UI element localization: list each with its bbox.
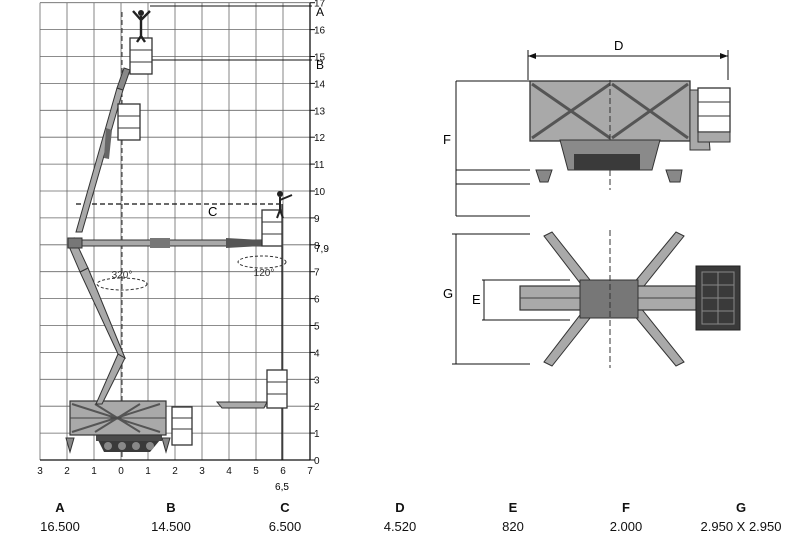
height-tick-label: 11 xyxy=(314,160,325,171)
top-view-drawing: G E xyxy=(443,230,741,368)
outreach-tick-label: 5 xyxy=(253,466,259,477)
side-view-label-d: D xyxy=(614,38,623,53)
outreach-tick-label: 0 xyxy=(118,466,124,477)
marker-a: A xyxy=(316,5,324,19)
height-tick-label: 0 xyxy=(314,456,320,467)
height-tick-label: 15 xyxy=(314,53,326,64)
height-tick-label: 3 xyxy=(314,375,320,386)
outreach-tick-label: 2 xyxy=(172,466,178,477)
basket-rotation-indicator: 120° xyxy=(237,255,287,279)
height-tick-label: 4 xyxy=(314,348,320,359)
dimension-d: D 4.520 xyxy=(383,500,417,534)
height-tick-label: 5 xyxy=(314,322,320,333)
dimension-f: F 2.000 xyxy=(609,500,643,534)
articulated-boom xyxy=(67,191,293,405)
stowed-jib xyxy=(215,369,288,409)
dimension-table: A 16.500 B 14.500 C 6.500 D 4.520 E 820 … xyxy=(0,500,800,541)
outreach-tick-label: 1 xyxy=(91,466,97,477)
envelope-lines xyxy=(76,5,312,460)
height-tick-label: 13 xyxy=(314,106,326,117)
machine-base xyxy=(65,400,193,454)
outreach-label-6-5: 6,5 xyxy=(275,482,289,493)
outreach-tick-label: 3 xyxy=(199,466,205,477)
height-tick-label: 14 xyxy=(314,79,326,90)
marker-c: C xyxy=(208,204,217,219)
svg-text:120°: 120° xyxy=(254,268,275,279)
height-label-7-9: 7,9 xyxy=(315,244,329,255)
height-tick-label: 8 xyxy=(314,241,320,252)
outreach-tick-label: 6 xyxy=(280,466,286,477)
height-tick-label: 10 xyxy=(314,187,326,198)
outreach-tick-label: 4 xyxy=(226,466,232,477)
side-view-drawing: D F xyxy=(443,38,731,217)
height-tick-label: 1 xyxy=(314,429,320,440)
height-tick-label: 17 xyxy=(314,0,326,10)
height-tick-label: 12 xyxy=(314,133,326,144)
top-view-label-e: E xyxy=(472,292,481,307)
height-tick-label: 7 xyxy=(314,268,320,279)
dimension-g: G 2.950 X 2.950 xyxy=(700,500,782,534)
dimension-b: B 14.500 xyxy=(151,500,191,534)
svg-text:320°: 320° xyxy=(112,270,133,281)
telescopic-boom xyxy=(75,10,153,233)
side-view-label-f: F xyxy=(443,132,451,147)
height-tick-label: 9 xyxy=(314,214,320,225)
outreach-tick-label: 3 xyxy=(37,466,43,477)
marker-b: B xyxy=(316,58,324,72)
outreach-tick-label: 7 xyxy=(307,466,313,477)
height-tick-label: 16 xyxy=(314,26,326,37)
outreach-axis-labels: 3 2 1 0 1 2 3 4 5 6 7 xyxy=(37,466,313,477)
outreach-tick-label: 2 xyxy=(64,466,70,477)
outreach-tick-label: 1 xyxy=(145,466,151,477)
tower-rotation-indicator: 320° xyxy=(96,270,148,291)
height-tick-label: 2 xyxy=(314,402,320,413)
dimension-a: A 16.500 xyxy=(40,500,80,534)
dimension-e: E 820 xyxy=(502,500,524,534)
height-tick-label: 6 xyxy=(314,295,320,306)
top-view-label-g: G xyxy=(443,286,453,301)
dimension-c: C 6.500 xyxy=(268,500,302,534)
